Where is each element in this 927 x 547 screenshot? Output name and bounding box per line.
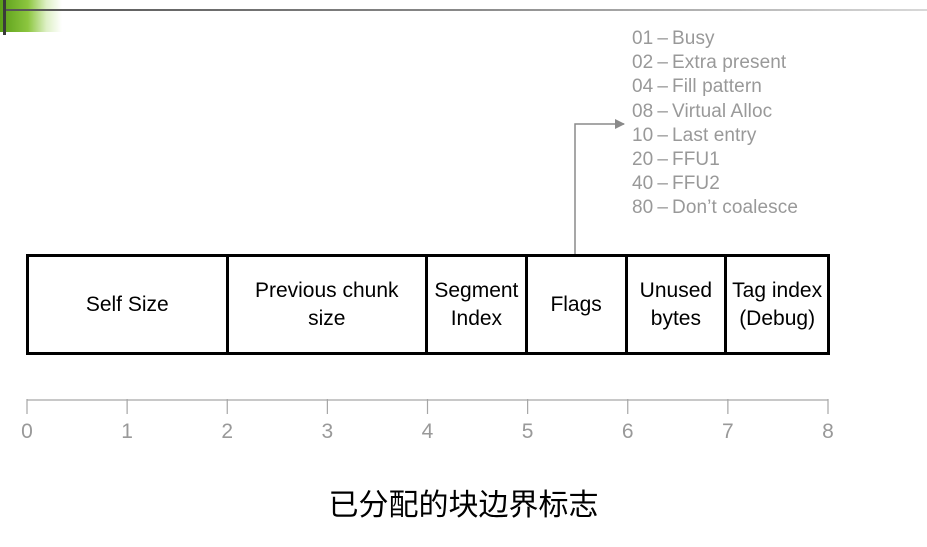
legend-label: Busy [672, 28, 715, 49]
legend-sep: – [657, 52, 669, 74]
legend-item: 40–FFU2 [632, 172, 798, 196]
legend-sep: – [657, 149, 669, 171]
diagram-caption: 已分配的块边界标志 [328, 488, 599, 523]
legend-sep: – [657, 100, 669, 122]
field-self-size: Self Size [29, 257, 229, 352]
field-tag-index: Tag index (Debug) [727, 257, 827, 352]
axis-tick-label: 3 [321, 420, 334, 443]
legend-sep: – [657, 197, 669, 219]
axis-tick-label: 2 [221, 420, 234, 443]
legend-sep: – [657, 76, 669, 98]
field-previous-chunk-size: Previous chunk size [229, 257, 428, 352]
legend-item: 01–Busy [632, 27, 798, 51]
legend-item: 02–Extra present [632, 51, 798, 75]
legend-code: 20 [632, 149, 654, 171]
legend-code: 10 [632, 124, 654, 146]
flags-pointer-arrow [574, 119, 625, 254]
flags-legend: 01–Busy 02–Extra present 04–Fill pattern… [632, 27, 798, 221]
legend-code: 02 [632, 52, 654, 74]
field-label: Previous chunk size [254, 278, 399, 330]
legend-sep: – [657, 173, 669, 195]
legend-item: 04–Fill pattern [632, 75, 798, 99]
legend-label: FFU1 [672, 149, 720, 171]
legend-code: 08 [632, 100, 654, 122]
legend-label: Extra present [672, 52, 787, 74]
corner-accent [0, 0, 62, 32]
legend-code: 04 [632, 76, 654, 98]
axis-tick-label: 0 [21, 420, 33, 443]
legend-item: 80–Don’t coalesce [632, 196, 798, 220]
legend-item: 10–Last entry [632, 124, 798, 148]
title-rule [6, 9, 927, 11]
axis-tick-label: 8 [822, 420, 834, 443]
legend-sep: – [657, 124, 669, 146]
axis-tick-label: 6 [621, 420, 634, 443]
legend-label: Don’t coalesce [672, 197, 799, 219]
legend-label: FFU2 [672, 173, 720, 195]
axis-tick-label: 1 [121, 420, 133, 443]
legend-code: 40 [632, 173, 654, 195]
field-flags: Flags [528, 257, 628, 352]
field-segment-index: Segment Index [428, 257, 528, 352]
heap-entry-header: Self Size Previous chunk size Segment In… [26, 254, 830, 355]
field-label: Flags [550, 292, 602, 316]
corner-bar [3, 0, 6, 35]
field-label: Segment Index [434, 278, 519, 330]
field-label: Unused bytes [639, 278, 713, 330]
legend-code: 01 [632, 28, 654, 49]
offset-axis [26, 399, 829, 414]
legend-code: 80 [632, 197, 654, 219]
legend-label: Last entry [672, 124, 757, 146]
field-label: Self Size [85, 292, 169, 316]
axis-tick-label: 5 [521, 420, 534, 443]
field-unused-bytes: Unused bytes [628, 257, 728, 352]
legend-label: Virtual Alloc [672, 100, 773, 122]
field-label: Tag index (Debug) [732, 278, 823, 330]
legend-label: Fill pattern [672, 76, 762, 98]
axis-tick-label: 4 [421, 420, 434, 443]
legend-item: 20–FFU1 [632, 148, 798, 172]
legend-sep: – [657, 28, 669, 49]
axis-tick-label: 7 [722, 420, 734, 443]
legend-item: 08–Virtual Alloc [632, 100, 798, 124]
